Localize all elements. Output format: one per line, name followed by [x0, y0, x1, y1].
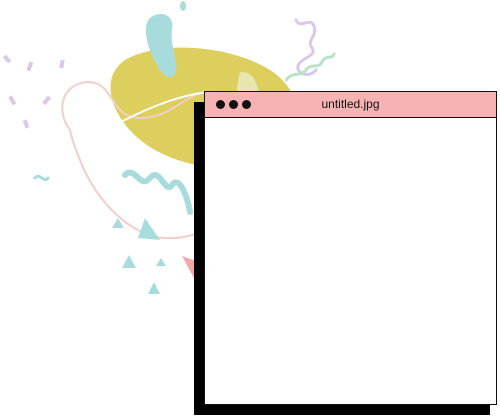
teal-triangle	[156, 258, 166, 266]
teal-triangle	[148, 282, 160, 294]
teal-drop-shape	[145, 14, 177, 78]
confetti-piece	[22, 119, 30, 129]
window-titlebar[interactable]: untitled.jpg	[205, 92, 496, 118]
minimize-button[interactable]	[229, 100, 238, 109]
maximize-button[interactable]	[242, 100, 251, 109]
teal-triangle	[122, 255, 136, 268]
window-controls	[216, 100, 255, 109]
teal-dot-shape	[180, 1, 186, 11]
image-window[interactable]: untitled.jpg	[204, 91, 497, 405]
window-title: untitled.jpg	[321, 97, 380, 111]
confetti-piece	[8, 95, 17, 106]
confetti-piece	[59, 59, 65, 69]
confetti-piece	[26, 61, 34, 72]
confetti-piece	[42, 95, 52, 106]
lavender-squiggle	[294, 18, 318, 76]
teal-triangle	[138, 218, 160, 240]
image-canvas[interactable]	[205, 118, 496, 404]
teal-triangle	[112, 218, 124, 228]
mint-squiggle	[284, 52, 336, 82]
close-button[interactable]	[216, 100, 225, 109]
confetti-piece	[2, 54, 12, 64]
teal-squiggle	[122, 169, 193, 215]
small-teal-wave	[33, 174, 50, 182]
